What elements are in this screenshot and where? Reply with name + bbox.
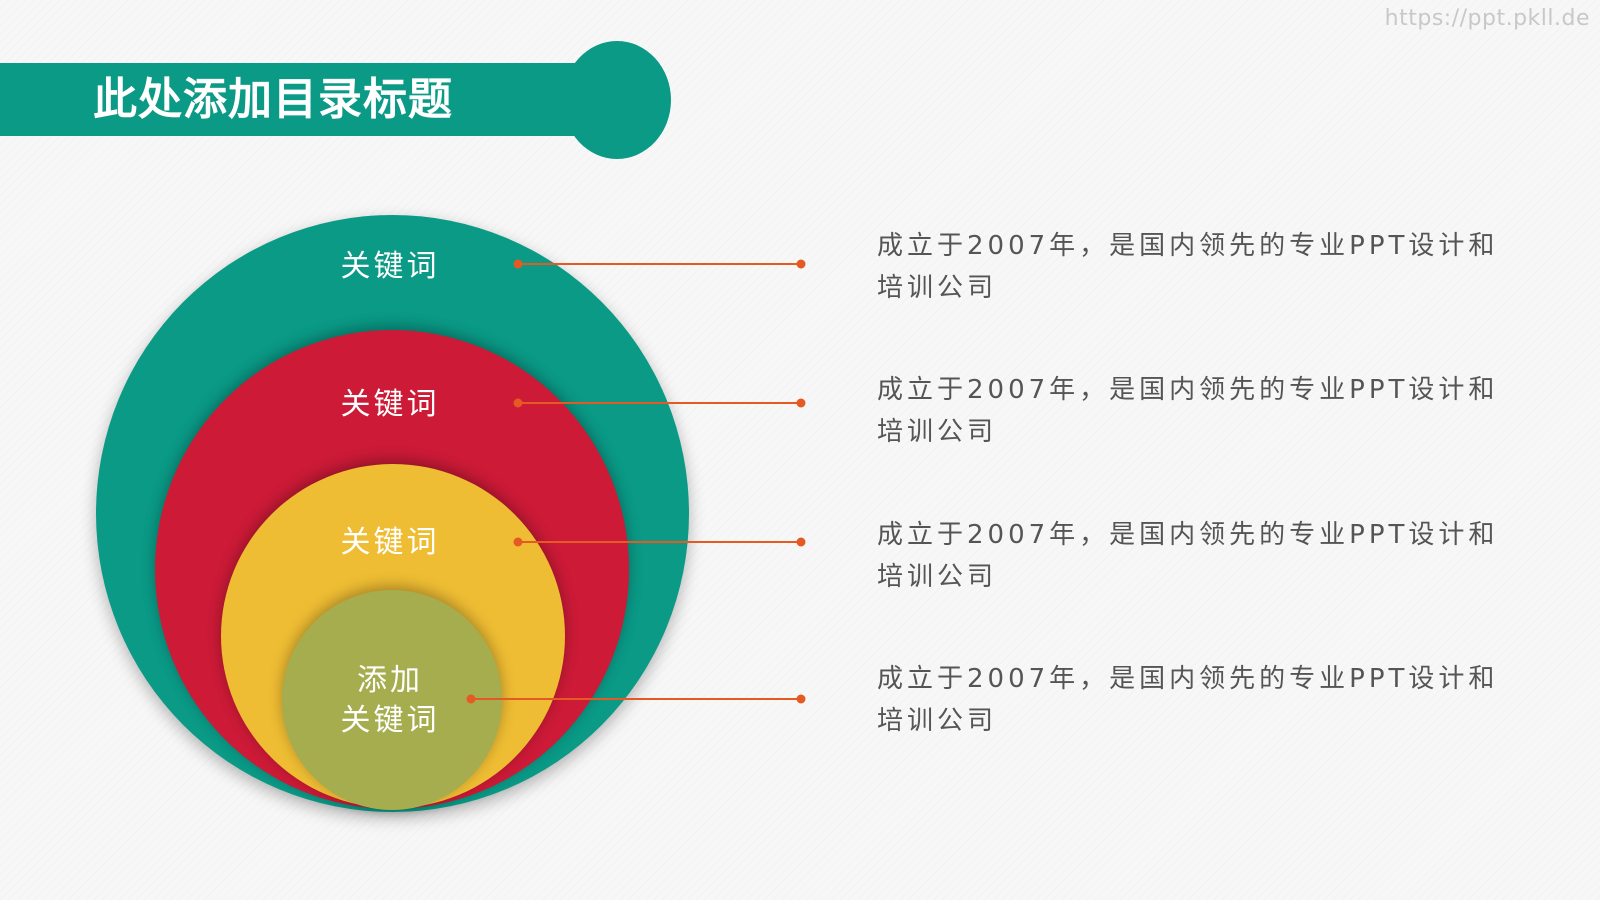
description-text-1: 成立于2007年，是国内领先的专业PPT设计和培训公司	[877, 231, 1499, 303]
ring-label-inner-line2: 关键词	[340, 703, 440, 738]
ring-label-third: 关键词	[340, 525, 440, 560]
connector-start-dot-2	[513, 398, 523, 408]
title-bar	[0, 63, 590, 136]
connector-1	[513, 259, 806, 269]
description-text-4: 成立于2007年，是国内领先的专业PPT设计和培训公司	[877, 664, 1499, 736]
ring-label-inner-line1: 添加	[357, 663, 423, 698]
description-text-3: 成立于2007年，是国内领先的专业PPT设计和培训公司	[877, 520, 1499, 592]
title-circle-decoration	[563, 41, 671, 159]
page-title: 此处添加目录标题	[93, 74, 453, 125]
inner-ring-olive	[282, 590, 502, 810]
watermark-text: https://ppt.pkll.de	[1384, 6, 1590, 31]
connector-end-dot-2	[796, 398, 806, 408]
connector-end-dot-3	[796, 537, 806, 547]
connector-start-dot-3	[513, 537, 523, 547]
connector-3	[513, 537, 806, 547]
connector-2	[513, 398, 806, 408]
connector-end-dot-4	[796, 694, 806, 704]
description-text-2: 成立于2007年，是国内领先的专业PPT设计和培训公司	[877, 375, 1499, 447]
connector-start-dot-4	[466, 694, 476, 704]
connector-end-dot-1	[796, 259, 806, 269]
ring-label-second: 关键词	[340, 387, 440, 422]
connector-start-dot-1	[513, 259, 523, 269]
ring-label-outer: 关键词	[340, 249, 440, 284]
connector-4	[466, 694, 806, 704]
